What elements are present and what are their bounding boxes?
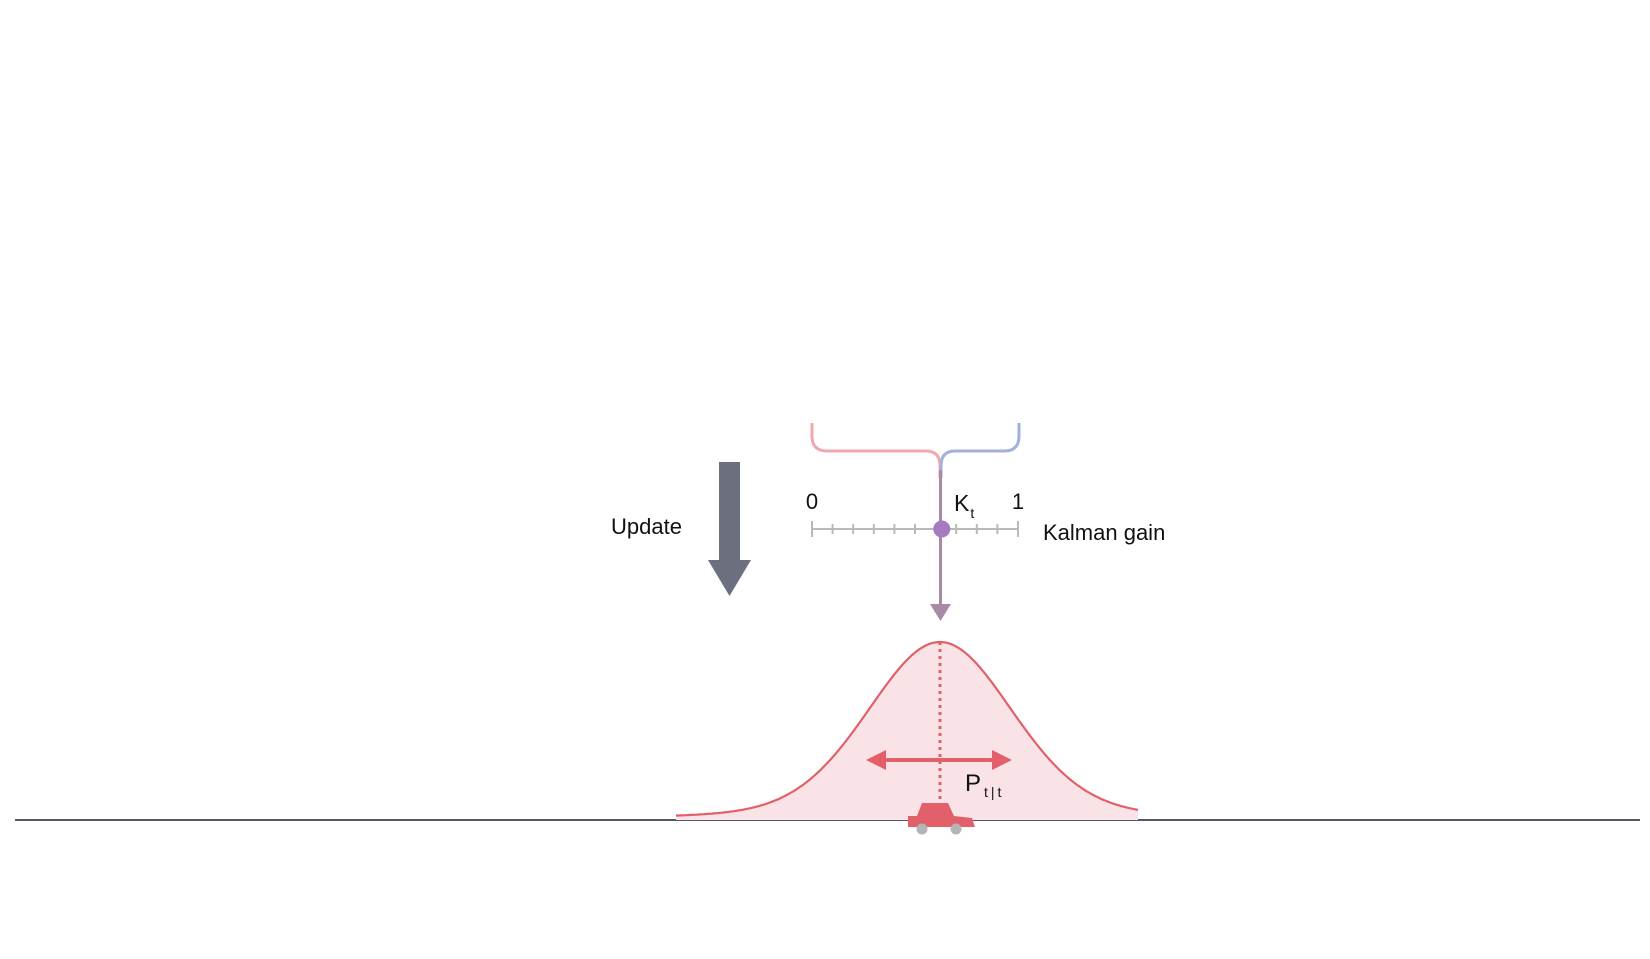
uncertainty-symbol: P (965, 770, 981, 797)
uncertainty-subscript: t|t (984, 784, 1004, 800)
gain-max-label: 1 (1012, 489, 1024, 514)
gain-title: Kalman gain (1043, 520, 1165, 545)
down-arrow-icon (708, 462, 751, 596)
gain-symbol: K (954, 490, 970, 516)
bracket-right (939, 423, 1021, 478)
gain-stem-arrowhead (930, 604, 951, 621)
dot-marker-icon (933, 520, 951, 538)
bracket-left (810, 423, 942, 478)
gain-symbol-label: Kt (954, 490, 974, 521)
posterior-gaussian-fill (676, 642, 1138, 820)
gain-subscript: t (970, 505, 974, 521)
uncertainty-double-arrow (866, 750, 1012, 770)
gain-min-label: 0 (806, 489, 818, 514)
posterior-gaussian-curve (675, 640, 1139, 817)
update-label: Update (611, 514, 682, 539)
gain-ruler (811, 521, 1019, 537)
car-icon (908, 803, 975, 835)
